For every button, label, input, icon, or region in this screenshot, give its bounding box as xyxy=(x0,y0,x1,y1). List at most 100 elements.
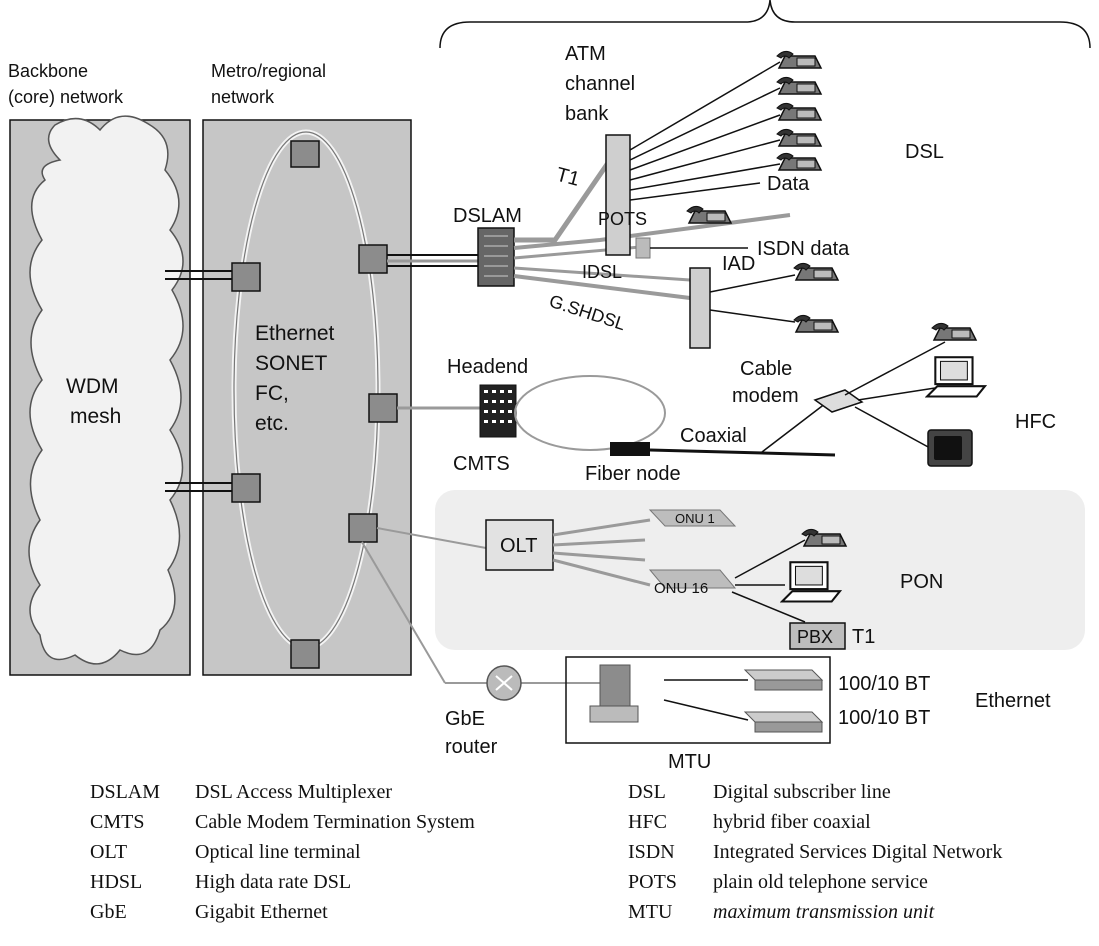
label-onu-16: ONU 16 xyxy=(654,580,708,597)
dslam-links xyxy=(387,254,478,267)
dslam-device xyxy=(477,227,515,287)
phone-icon xyxy=(793,314,839,333)
label-isdn-data: ISDN data xyxy=(757,238,850,260)
ethernet-switch-2 xyxy=(743,711,824,723)
label-coaxial: Coaxial xyxy=(680,425,747,447)
legend-abbr: HDSL xyxy=(90,871,143,893)
label-cable: Cable xyxy=(740,358,792,380)
ring-node-left-2 xyxy=(231,473,261,503)
legend-text: High data rate DSL xyxy=(195,871,352,893)
coaxial-line xyxy=(649,448,836,457)
cable-modem xyxy=(813,389,864,413)
router-link xyxy=(361,541,446,684)
atm-lines xyxy=(629,61,781,201)
phone-icon xyxy=(793,262,839,281)
label-t1-pon: T1 xyxy=(852,626,875,648)
label-bt-1: 100/10 BT xyxy=(838,673,930,695)
label-pon: PON xyxy=(900,571,943,593)
legend-text: maximum transmission unit xyxy=(713,901,935,923)
label-data: Data xyxy=(767,173,810,195)
onu-1-device xyxy=(648,509,737,527)
label-modem: modem xyxy=(732,385,799,407)
phone-icon xyxy=(776,128,822,147)
olt-device xyxy=(485,519,554,571)
legend-text: Gigabit Ethernet xyxy=(195,901,328,923)
legend-abbr: DSL xyxy=(628,781,666,803)
ring-node-top xyxy=(290,140,320,168)
wdm-mesh-cloud xyxy=(28,115,184,665)
label-gbe: GbE xyxy=(445,708,485,730)
label-cmts: CMTS xyxy=(453,453,510,475)
ring-node-right-1 xyxy=(358,244,388,274)
core-links xyxy=(165,270,236,492)
label-mtu: MTU xyxy=(668,751,711,773)
label-hfc: HFC xyxy=(1015,411,1056,433)
pon-area xyxy=(435,490,1085,650)
label-fc: FC, xyxy=(255,382,289,405)
mtu-box xyxy=(565,656,831,744)
label-ethernet-ring: Ethernet xyxy=(255,322,335,345)
legend-text: Digital subscriber line xyxy=(713,781,891,803)
legend-abbr: HFC xyxy=(628,811,667,833)
label-ethernet: Ethernet xyxy=(975,690,1051,712)
phone-icon xyxy=(776,102,822,121)
hfc-fiber-loop xyxy=(514,375,666,451)
legend-abbr: CMTS xyxy=(90,811,145,833)
ring-node-left-1 xyxy=(231,262,261,292)
label-metro-2: network xyxy=(211,87,275,107)
legend-text: Cable Modem Termination System xyxy=(195,811,475,833)
ring-node-bottom xyxy=(290,639,320,669)
label-pots: POTS xyxy=(598,209,647,229)
isdn-terminal xyxy=(635,237,651,259)
legend-abbr: GbE xyxy=(90,901,127,923)
label-atm: ATM xyxy=(565,43,606,65)
legend-text: hybrid fiber coaxial xyxy=(713,811,871,833)
mtu-building xyxy=(589,664,639,723)
computer-icon xyxy=(926,356,986,398)
label-bank: bank xyxy=(565,103,609,125)
abbreviation-legend: DSLAM DSL Access Multiplexer CMTS Cable … xyxy=(0,780,1099,946)
phone-icon xyxy=(931,322,977,341)
label-channel: channel xyxy=(565,73,635,95)
label-olt: OLT xyxy=(500,535,537,557)
legend-text: plain old telephone service xyxy=(713,871,928,893)
label-etc: etc. xyxy=(255,412,289,435)
phone-icon xyxy=(776,50,822,69)
phone-icon xyxy=(686,205,732,224)
legend-abbr: ISDN xyxy=(628,841,675,863)
legend-text: Optical line terminal xyxy=(195,841,361,863)
fiber-node xyxy=(610,442,650,456)
legend-text: DSL Access Multiplexer xyxy=(195,781,393,803)
ring-node-right-2 xyxy=(368,393,398,423)
legend-abbr: MTU xyxy=(628,901,673,923)
legend-abbr: POTS xyxy=(628,871,677,893)
label-sonet: SONET xyxy=(255,352,328,375)
label-idsl: IDSL xyxy=(582,262,622,282)
phone-icon xyxy=(776,76,822,95)
label-backbone-2: (core) network xyxy=(8,87,124,107)
label-gshdsl: G.SHDSL xyxy=(547,291,628,334)
label-backbone: Backbone xyxy=(8,61,88,81)
olt-link xyxy=(376,527,487,549)
legend-abbr: DSLAM xyxy=(90,781,161,803)
label-dslam: DSLAM xyxy=(453,205,522,227)
ethernet-switch-1 xyxy=(743,669,824,681)
label-pbx: PBX xyxy=(797,627,833,647)
label-bt-2: 100/10 BT xyxy=(838,707,930,729)
atm-channel-bank xyxy=(605,134,631,256)
label-router: router xyxy=(445,736,498,758)
label-wdm: WDM xyxy=(66,375,118,398)
legend-abbr: OLT xyxy=(90,841,128,863)
iad-device xyxy=(689,267,711,349)
label-dsl: DSL xyxy=(905,141,944,163)
label-iad: IAD xyxy=(722,253,755,275)
phone-icon xyxy=(776,152,822,171)
label-fiber-node: Fiber node xyxy=(585,463,681,485)
legend-text: Integrated Services Digital Network xyxy=(713,841,1003,863)
tv-icon xyxy=(927,429,973,467)
gbe-router-icon xyxy=(486,665,522,701)
label-mesh: mesh xyxy=(70,405,121,428)
ring-node-right-3 xyxy=(348,513,378,543)
label-metro: Metro/regional xyxy=(211,61,326,81)
